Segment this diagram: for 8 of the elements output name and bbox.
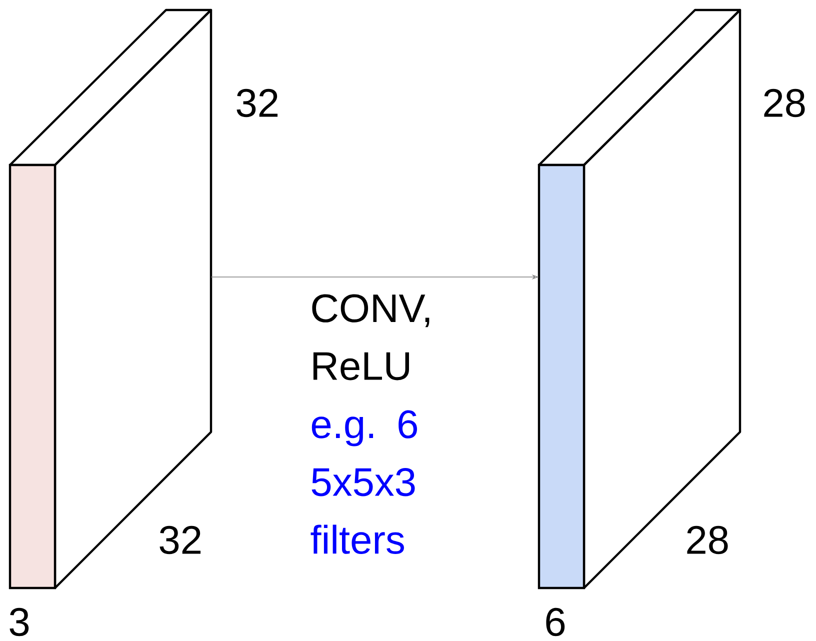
dimension-label: 3 xyxy=(10,608,29,636)
dimension-label: 32 xyxy=(160,526,201,554)
volume-drawing xyxy=(538,8,742,590)
edge-label: CONV, ReLU xyxy=(312,294,430,380)
dimension-label: 6 xyxy=(546,608,565,636)
dimension-label: 28 xyxy=(687,526,728,554)
filter-note: e.g. 6 5x5x3 filters xyxy=(310,410,417,554)
volume-drawing xyxy=(8,8,212,590)
